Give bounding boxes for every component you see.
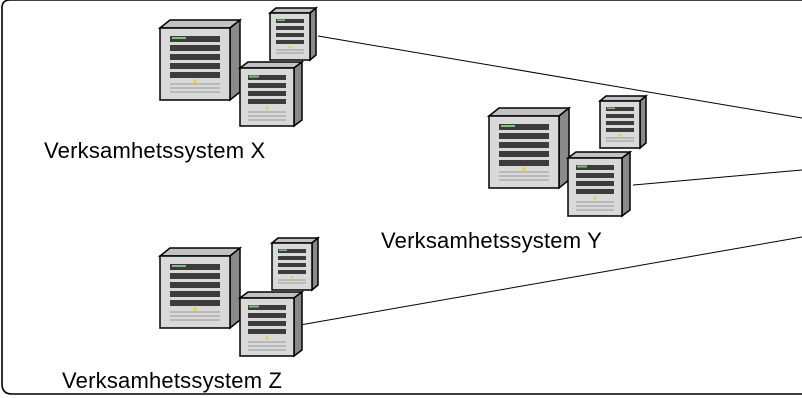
system-label-y: Verksamhetssystem Y (381, 228, 603, 253)
system-label-z: Verksamhetssystem Z (62, 368, 283, 393)
connection-line-y (632, 169, 802, 186)
connection-line-x (317, 35, 802, 119)
server-icon (488, 107, 570, 189)
server-icon (567, 151, 631, 217)
system-label-x: Verksamhetssystem X (44, 138, 266, 163)
server-icon (159, 247, 241, 329)
server-icon (239, 291, 303, 357)
server-group-y (488, 95, 647, 217)
server-icon (239, 61, 303, 127)
server-icon (269, 7, 317, 61)
server-icon (599, 95, 647, 149)
server-icon (271, 237, 319, 291)
server-group-z (159, 237, 319, 357)
server-icon (159, 19, 241, 101)
server-group-x (159, 7, 317, 127)
connection-line-z (299, 236, 802, 326)
